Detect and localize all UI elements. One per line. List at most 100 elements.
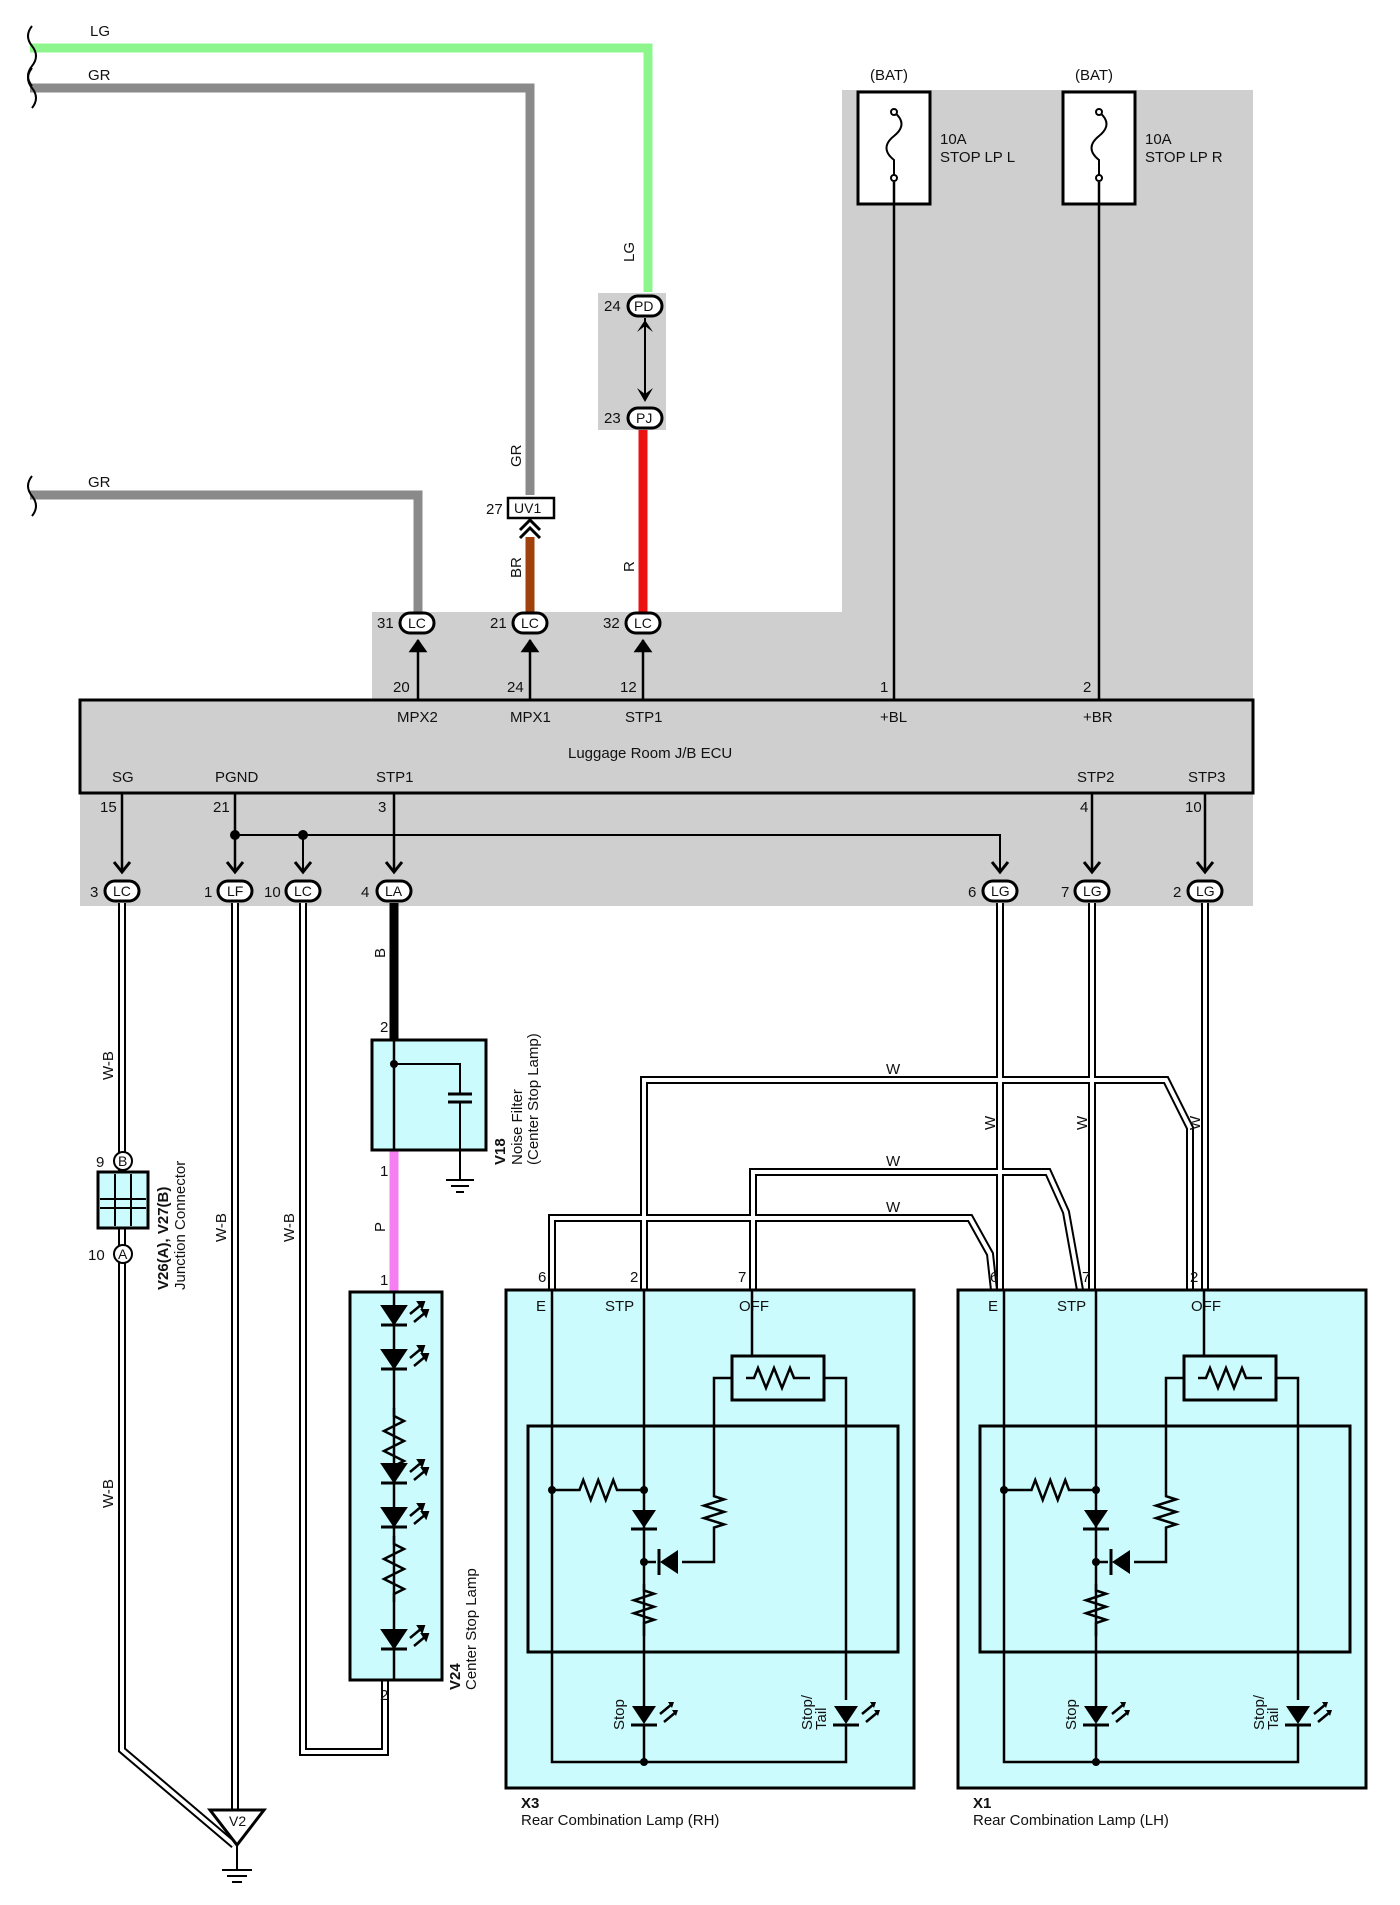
svg-text:27: 27 <box>486 501 503 518</box>
svg-text:LG: LG <box>1196 883 1215 899</box>
svg-text:10A: 10A <box>1145 131 1172 148</box>
diode-icon <box>1083 1510 1109 1531</box>
resistor-icon <box>1081 1584 1111 1636</box>
led-icon <box>1083 1702 1130 1727</box>
label-stop: Stop <box>1063 1699 1080 1730</box>
label-stop-tail: Stop/ <box>799 1694 816 1730</box>
connector-pj: 23 PJ <box>604 406 664 430</box>
wire-break-icons <box>27 25 37 517</box>
svg-text:23: 23 <box>604 410 621 427</box>
lamp-code: X3 <box>521 1795 539 1812</box>
led-icon <box>380 1625 430 1651</box>
svg-text:1: 1 <box>880 679 888 696</box>
label-w-2: W <box>886 1153 901 1170</box>
label-br-vert: BR <box>508 557 525 578</box>
led-icons <box>380 1301 430 1651</box>
connector-lf-1: 1 LF <box>204 879 254 903</box>
label-r-vert: R <box>621 561 638 572</box>
svg-text:21: 21 <box>490 615 507 632</box>
svg-text:6: 6 <box>968 884 976 901</box>
svg-text:24: 24 <box>507 679 524 696</box>
svg-text:LC: LC <box>408 615 426 631</box>
connector-lc-10: 10 LC <box>264 879 322 903</box>
svg-text:LC: LC <box>634 615 652 631</box>
ecu-bottom-pins: SG 15 PGND 21 STP1 3 STP2 4 STP3 10 <box>100 769 1226 816</box>
wire-gr-mid <box>30 490 423 615</box>
svg-text:A: A <box>118 1246 128 1262</box>
junction-dot <box>1092 1486 1100 1494</box>
terminal-e: E <box>536 1298 546 1315</box>
svg-text:V26(A), V27(B): V26(A), V27(B) <box>155 1187 172 1290</box>
svg-text:LC: LC <box>294 883 312 899</box>
junction-dot <box>1000 1486 1008 1494</box>
svg-text:LG: LG <box>991 883 1010 899</box>
svg-text:STP1: STP1 <box>376 769 414 786</box>
svg-text:(Center Stop Lamp): (Center Stop Lamp) <box>525 1033 542 1165</box>
svg-text:LF: LF <box>227 883 243 899</box>
terminal-stp: STP <box>1057 1298 1086 1315</box>
svg-text:LC: LC <box>521 615 539 631</box>
center-stop-lamp: 1 2 V24 Center Stop Lamp <box>348 1272 480 1704</box>
ecu-title: Luggage Room J/B ECU <box>568 745 732 762</box>
svg-text:10: 10 <box>1185 799 1202 816</box>
resistor-icon <box>629 1584 659 1636</box>
svg-text:1: 1 <box>204 884 212 901</box>
ecu-area-bottom <box>80 790 1253 906</box>
label-wb-1: W-B <box>100 1051 117 1080</box>
svg-text:V24: V24 <box>447 1663 464 1690</box>
pin-number: 7 <box>738 1269 746 1286</box>
wire-lg <box>30 43 653 292</box>
svg-text:20: 20 <box>393 679 410 696</box>
arrow-up-icon <box>637 320 653 332</box>
pin-number: 6 <box>538 1269 546 1286</box>
svg-text:3: 3 <box>90 884 98 901</box>
svg-text:31: 31 <box>377 615 394 632</box>
svg-text:MPX1: MPX1 <box>510 709 551 726</box>
svg-text:UV1: UV1 <box>514 500 541 516</box>
ecu-box <box>78 698 1255 795</box>
svg-text:2: 2 <box>380 1019 388 1036</box>
svg-text:Noise Filter: Noise Filter <box>509 1089 526 1165</box>
ground-v2: V2 <box>206 1808 268 1883</box>
pin-number: 6 <box>990 1269 998 1286</box>
connector-lc-3: 3 LC <box>90 879 141 903</box>
svg-text:4: 4 <box>361 884 369 901</box>
label-gr-vert: GR <box>508 444 525 467</box>
fuse-icon <box>885 111 903 178</box>
resistor-icon <box>699 1490 729 1540</box>
led-icon <box>380 1301 430 1327</box>
ecu-area-top <box>372 90 1253 700</box>
resistor-icon <box>1024 1476 1084 1504</box>
junction-dot <box>1092 1758 1100 1766</box>
svg-text:3: 3 <box>378 799 386 816</box>
pin-number: 7 <box>1082 1269 1090 1286</box>
label-w-6: W <box>1187 1115 1204 1130</box>
label-stop-tail: Tail <box>1265 1707 1282 1730</box>
down-arrows <box>112 861 1215 875</box>
connector-lc-31: 31 LC <box>377 611 436 635</box>
svg-text:10: 10 <box>264 884 281 901</box>
resistor-icon <box>746 1364 810 1392</box>
svg-text:PJ: PJ <box>636 410 652 426</box>
resistor-icon <box>381 1408 407 1474</box>
resistor-icon <box>381 1536 407 1602</box>
svg-text:2: 2 <box>1173 884 1181 901</box>
label-p: P <box>372 1222 389 1232</box>
svg-text:21: 21 <box>213 799 230 816</box>
svg-text:LG: LG <box>1083 883 1102 899</box>
label-w-4: W <box>982 1115 999 1130</box>
wire-gr-top <box>30 83 535 495</box>
connector-lg-2: 2 LG <box>1173 879 1224 903</box>
junction-dot <box>640 1758 648 1766</box>
led-icon <box>380 1345 430 1371</box>
svg-text:+BL: +BL <box>880 709 907 726</box>
ecu-top-pins: 20 MPX2 24 MPX1 12 STP1 1 +BL 2 +BR <box>393 679 1113 726</box>
fuse-stop-lp-r: (BAT) 10A STOP LP R <box>1061 67 1223 206</box>
diode-icon <box>657 1549 678 1575</box>
svg-text:LC: LC <box>113 883 131 899</box>
arrow-down-icon <box>637 388 653 402</box>
svg-text:10: 10 <box>88 1247 105 1264</box>
terminal-off: OFF <box>739 1298 769 1315</box>
